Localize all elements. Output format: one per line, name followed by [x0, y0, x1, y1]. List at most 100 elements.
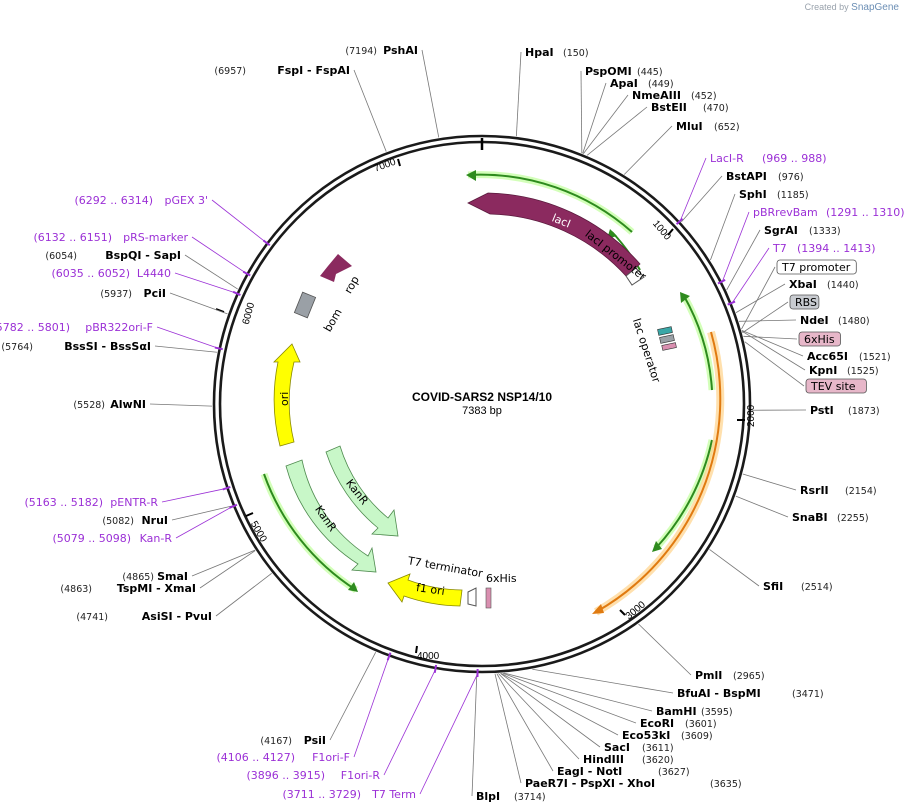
left-label-pos: (6054)	[45, 251, 77, 262]
snapgene-logo: SnapGene	[851, 2, 899, 13]
plasmid-length: 7383 bp	[462, 405, 502, 417]
left-labels: PshAI(7194)FspI - FspAI(6957)pGEX 3'(629…	[0, 44, 418, 801]
right-label-pos: (3627)	[658, 767, 690, 778]
left-label-name: FspI - FspAI	[277, 64, 350, 77]
left-label-pos: (5163 .. 5182)	[24, 496, 103, 509]
right-label-17: Acc65I(1521)	[807, 350, 891, 363]
right-label-pos: (1291 .. 1310)	[826, 206, 905, 219]
backbone-outer	[212, 134, 752, 674]
feature-lac-operator	[657, 326, 677, 351]
right-label-name: HindIII	[583, 753, 624, 766]
credit-prefix: Created by	[804, 2, 849, 12]
left-label-10: pENTR-R(5163 .. 5182)	[24, 496, 158, 509]
right-label-box-text: TEV site	[810, 380, 856, 393]
label-lac-operator: lac operator	[630, 317, 663, 385]
left-label-name: PshAI	[383, 44, 418, 57]
left-label-pos: (4106 .. 4127)	[216, 751, 295, 764]
snapgene-credit: Created by SnapGene	[805, 2, 899, 13]
right-label-box-text: 6xHis	[804, 333, 835, 346]
left-label-pos: (6292 .. 6314)	[74, 194, 153, 207]
label-T7-terminator: T7 terminator	[406, 554, 484, 580]
right-label-name: XbaI	[789, 278, 817, 291]
right-label-9: pBRrevBam(1291 .. 1310)	[753, 206, 905, 219]
left-label-name: Kan-R	[140, 532, 173, 545]
right-label-31: EagI - NotI (3627)	[557, 765, 690, 778]
left-label-7: pBR322ori-F(5782 .. 5801)	[0, 321, 153, 334]
left-label-pos: (5079 .. 5098)	[52, 532, 131, 545]
right-label-21: RsrII(2154)	[800, 484, 877, 497]
right-label-25: BfuAI - BspMI(3471)	[677, 687, 824, 700]
left-label-name: pBR322ori-F	[85, 321, 153, 334]
right-label-15: NdeI (1480)	[800, 314, 870, 327]
right-label-7: BstAPI(976)	[726, 170, 804, 183]
left-label-pos: (5937)	[100, 289, 132, 300]
right-label-pos: (1333)	[809, 226, 841, 237]
left-label-17: F1ori-F(4106 .. 4127)	[216, 751, 350, 764]
right-label-26: BamHI (3595)	[656, 705, 733, 718]
left-label-pos: (5528)	[73, 400, 105, 411]
label-6xHis: 6xHis	[486, 572, 517, 585]
left-label-13: SmaI(4865)	[122, 570, 188, 583]
left-label-pos: (4741)	[76, 612, 108, 623]
right-label-name: RsrII	[800, 484, 829, 497]
left-label-pos: (3896 .. 3915)	[246, 769, 325, 782]
right-label-pos: (449)	[648, 79, 674, 90]
right-label-name: HpaI	[525, 46, 554, 59]
right-label-pos: (150)	[563, 48, 589, 59]
right-label-4: BstEII(470)	[651, 101, 729, 114]
feature-6xHis	[485, 587, 492, 609]
feature-kanR-2	[285, 459, 377, 573]
right-label-0: HpaI (150)	[525, 46, 589, 59]
right-label-14: RBS	[789, 294, 820, 310]
feature-f1-ori	[387, 573, 463, 607]
right-label-name: LacI-R	[710, 152, 744, 165]
tick-6000: 6000	[241, 301, 257, 326]
right-label-13: XbaI(1440)	[789, 278, 859, 291]
right-label-pos: (3714)	[514, 792, 546, 803]
right-label-name: BlpI	[476, 790, 500, 803]
label-f1-ori: f1 ori	[415, 581, 445, 598]
right-label-pos: (3595)	[701, 707, 733, 718]
right-label-pos: (652)	[714, 122, 740, 133]
right-label-name: BamHI	[656, 705, 697, 718]
right-label-name: MluI	[676, 120, 703, 133]
left-label-name: TspMI - XmaI	[117, 582, 196, 595]
right-label-name: NdeI	[800, 314, 829, 327]
right-label-24: PmlI(2965)	[695, 669, 765, 682]
left-label-12: Kan-R (5079 .. 5098)	[52, 532, 172, 545]
right-label-1: PspOMI(445)	[585, 65, 663, 78]
right-label-pos: (452)	[691, 91, 717, 102]
left-label-name: NruI	[141, 514, 168, 527]
right-label-11: T7(1394 .. 1413)	[772, 242, 876, 255]
right-label-name: ApaI	[610, 77, 638, 90]
right-label-29: SacI(3611)	[604, 741, 674, 754]
right-label-23: SfiI(2514)	[763, 580, 833, 593]
right-label-pos: (1480)	[838, 316, 870, 327]
right-label-pos: (976)	[778, 172, 804, 183]
right-label-pos: (3611)	[642, 743, 674, 754]
right-label-name: EagI - NotI	[557, 765, 622, 778]
left-label-11: NruI(5082)	[102, 514, 168, 527]
right-label-pos: (3601)	[685, 719, 717, 730]
right-label-30: HindIII(3620)	[583, 753, 674, 766]
right-label-16: 6xHis	[798, 331, 841, 347]
primer-marks	[214, 217, 736, 677]
right-label-pos: (2255)	[837, 513, 869, 524]
right-label-22: SnaBI (2255)	[792, 511, 869, 524]
left-label-9: AlwNI(5528)	[73, 398, 146, 411]
left-label-name: L4440	[137, 267, 171, 280]
label-leader-lines	[149, 49, 807, 797]
right-label-name: SnaBI	[792, 511, 828, 524]
right-label-name: Eco53kI	[622, 729, 670, 742]
orf-arc-3	[655, 439, 713, 549]
left-label-name: BspQI - SapI	[105, 249, 181, 262]
right-label-name: PstI	[810, 404, 834, 417]
right-label-10: SgrAI(1333)	[764, 224, 841, 237]
right-label-name: BstEII	[651, 101, 687, 114]
left-label-name: F1ori-R	[341, 769, 381, 782]
right-label-name: T7	[772, 242, 787, 255]
feature-kanR-1	[325, 445, 399, 537]
left-label-pos: (6957)	[214, 66, 246, 77]
left-label-name: BssSI - BssSαI	[64, 340, 151, 353]
